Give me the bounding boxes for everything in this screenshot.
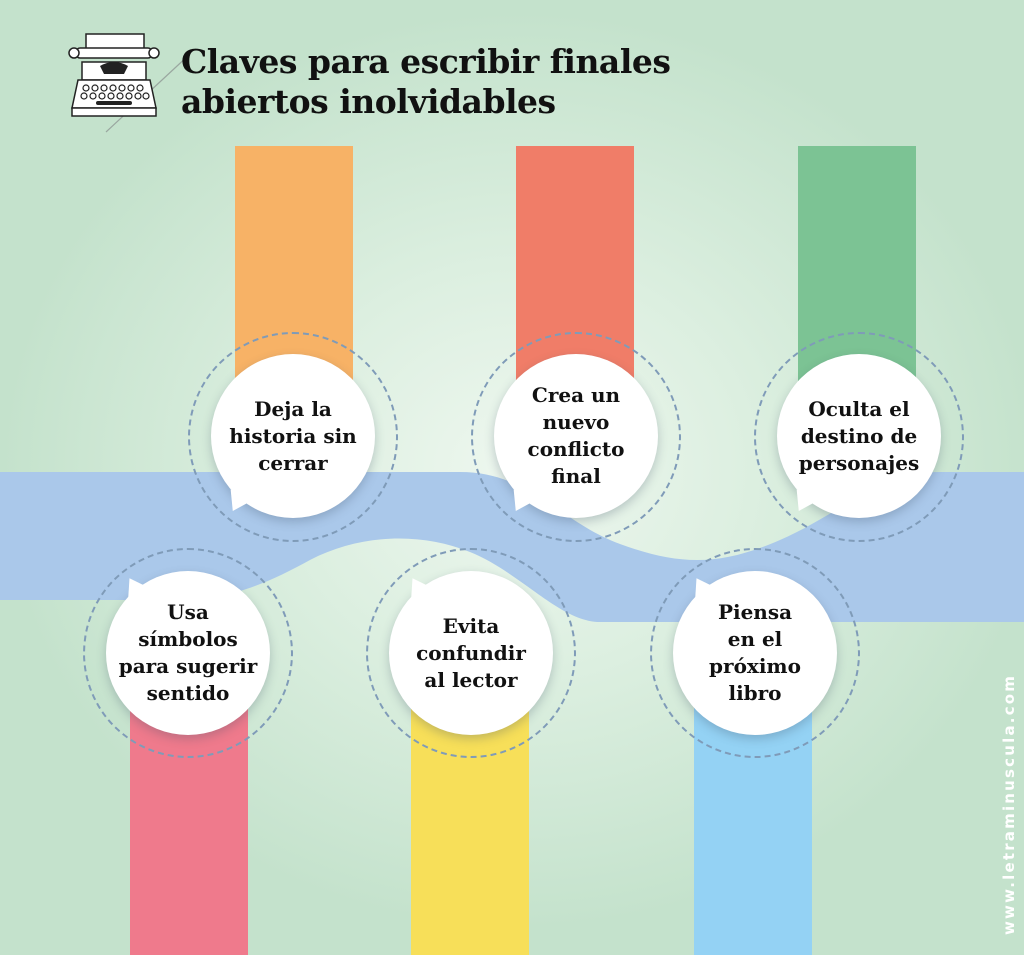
tip-text-2: Crea un nuevo conflicto final [527, 383, 625, 488]
ring-4 [83, 548, 293, 758]
ring-3 [754, 332, 964, 542]
title-line-2: abiertos inolvidables [181, 82, 556, 121]
typewriter-icon [68, 33, 190, 133]
ring-6 [650, 548, 860, 758]
tip-text-1: Deja la historia sin cerrar [229, 396, 357, 475]
ring-2 [471, 332, 681, 542]
tip-bubble-2: Crea un nuevo conflicto final [494, 354, 658, 518]
title-line-1: Claves para escribir finales [181, 42, 671, 81]
tip-text-3: Oculta el destino de personajes [798, 396, 920, 475]
ring-5 [366, 548, 576, 758]
tip-text-6: Piensa en el próximo libro [709, 600, 801, 705]
tip-bubble-5: Evita confundir al lector [389, 571, 553, 735]
tip-bubble-4: Usa símbolos para sugerir sentido [106, 571, 270, 735]
page-title: Claves para escribir finales abiertos in… [181, 42, 671, 122]
ring-1 [188, 332, 398, 542]
tip-text-5: Evita confundir al lector [416, 613, 526, 692]
tip-bubble-3: Oculta el destino de personajes [777, 354, 941, 518]
tip-text-4: Usa símbolos para sugerir sentido [118, 600, 258, 705]
tip-bubble-6: Piensa en el próximo libro [673, 571, 837, 735]
website-watermark: www.letraminuscula.com [1000, 673, 1018, 935]
tip-bubble-1: Deja la historia sin cerrar [211, 354, 375, 518]
